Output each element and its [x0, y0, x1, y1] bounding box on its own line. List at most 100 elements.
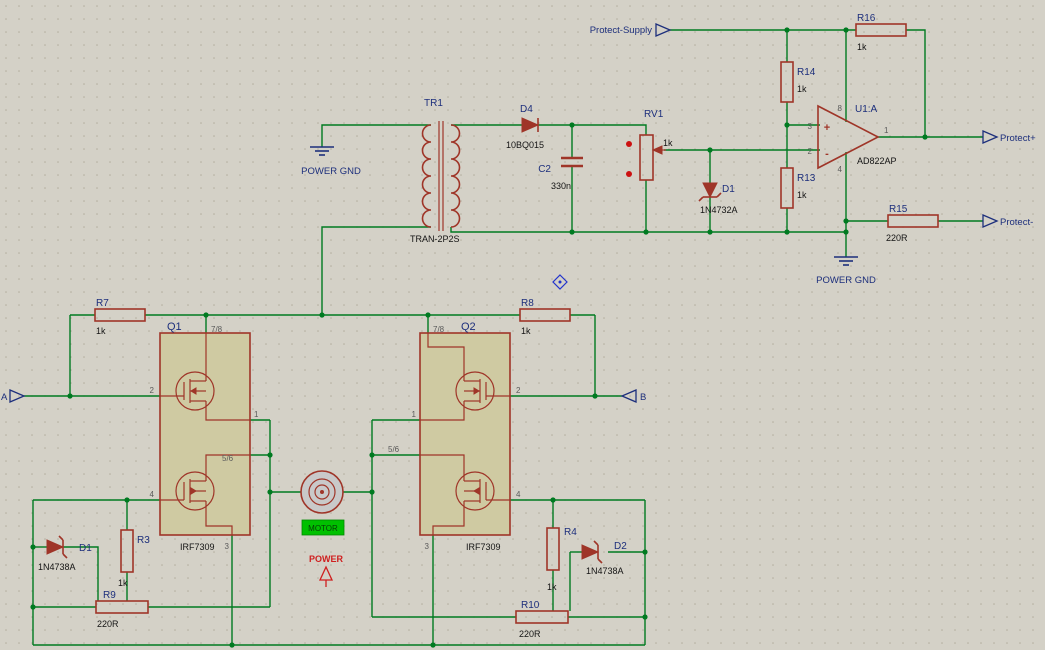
resistor-r9[interactable]: R9 220R [95, 590, 149, 629]
resistor-r8[interactable]: R8 1k [519, 298, 571, 336]
r8-ref: R8 [521, 298, 534, 309]
c2-ref: C2 [538, 164, 551, 175]
tr1-value: TRAN-2P2S [410, 234, 460, 244]
terminal-protect-plus[interactable]: Protect+ [982, 130, 1036, 144]
r10-value: 220R [519, 629, 541, 639]
zener-d1-top[interactable]: D1 1N4732A [698, 182, 738, 215]
terminal-protect-plus-label: Protect+ [1000, 133, 1036, 144]
q2-pin-top: 7/8 [433, 325, 445, 334]
d4-value: 10BQ015 [506, 140, 544, 150]
q1-pin-gate2: 4 [150, 490, 155, 499]
terminal-power[interactable]: POWER [309, 554, 344, 587]
d2-bridge-value: 1N4738A [586, 566, 624, 576]
ground-right[interactable]: POWER GND [816, 256, 876, 286]
opamp-plus-sign: + [824, 122, 830, 134]
terminal-a-label: A [1, 392, 8, 403]
u1-pin4: 4 [838, 165, 843, 174]
resistor-r4[interactable]: R4 1k [546, 527, 577, 592]
r10-ref: R10 [521, 600, 540, 611]
u1-value: AD822AP [857, 156, 897, 166]
wire-layer[interactable] [24, 29, 983, 646]
c2-value: 330n [551, 181, 571, 191]
q1-pin-top: 7/8 [211, 325, 223, 334]
d1-top-value: 1N4732A [700, 205, 738, 215]
d1-bridge-value: 1N4738A [38, 562, 76, 572]
opamp-minus-sign: - [825, 148, 829, 160]
q2-value: IRF7309 [466, 542, 501, 552]
ground-left-label: POWER GND [301, 166, 361, 177]
rv1-adjust-up[interactable] [626, 141, 632, 147]
r16-value: 1k [857, 42, 867, 52]
r8-value: 1k [521, 326, 531, 336]
rv1-value: 1k [663, 138, 673, 148]
q1-pin-gate1: 2 [150, 386, 155, 395]
zener-d2-bridge[interactable]: D2 1N4738A [581, 540, 627, 576]
r9-value: 220R [97, 619, 119, 629]
r3-ref: R3 [137, 535, 150, 546]
r13-value: 1k [797, 190, 807, 200]
r14-value: 1k [797, 84, 807, 94]
u1-pin8: 8 [838, 104, 843, 113]
transformer-tr1[interactable]: TR1 TRAN-2P2S [410, 98, 461, 244]
junction-dots [30, 27, 928, 648]
u1-pin2: 2 [808, 147, 813, 156]
resistor-r10[interactable]: R10 220R [515, 600, 569, 639]
q2-pin-bottom: 3 [425, 542, 430, 551]
diode-d4[interactable]: D4 10BQ015 [506, 104, 544, 150]
power-terminal-label: POWER [309, 554, 344, 564]
resistor-r14[interactable]: R14 1k [780, 61, 816, 103]
mosfet-q2[interactable]: Q2 IRF7309 7/8 2 1 5/6 4 3 [388, 321, 521, 552]
u1-ref: U1:A [855, 104, 878, 115]
motor[interactable]: MOTOR [300, 470, 345, 536]
r4-value: 1k [547, 582, 557, 592]
opamp-u1a[interactable]: + - U1:A AD822AP 3 2 1 8 4 [808, 104, 897, 174]
d1-top-ref: D1 [722, 184, 735, 195]
terminal-protect-supply[interactable]: Protect-Supply [590, 23, 672, 37]
d4-ref: D4 [520, 104, 533, 115]
r3-value: 1k [118, 578, 128, 588]
resistor-r7[interactable]: R7 1k [94, 298, 146, 336]
terminal-protect-minus-label: Protect- [1000, 217, 1033, 228]
r15-ref: R15 [889, 204, 908, 215]
terminal-protect-minus[interactable]: Protect- [982, 214, 1033, 228]
resistor-r13[interactable]: R13 1k [780, 167, 816, 209]
r7-ref: R7 [96, 298, 109, 309]
q2-ref: Q2 [461, 321, 476, 333]
capacitor-c2[interactable]: C2 330n [538, 156, 583, 191]
rv1-adjust-down[interactable] [626, 171, 632, 177]
q2-pin-gate2: 4 [516, 490, 521, 499]
q1-pin-bottom: 3 [225, 542, 230, 551]
resistor-r3[interactable]: R3 1k [118, 529, 150, 588]
terminal-protect-supply-label: Protect-Supply [590, 25, 653, 36]
rv1-ref: RV1 [644, 109, 664, 120]
resistor-r16[interactable]: R16 1k [855, 13, 907, 52]
resistor-r15[interactable]: R15 220R [886, 204, 939, 243]
d1-bridge-ref: D1 [79, 543, 92, 554]
q1-pin-drain1: 1 [254, 410, 259, 419]
u1-pin3: 3 [808, 122, 813, 131]
terminal-b-label: B [640, 392, 646, 403]
terminal-input-a[interactable]: A [1, 389, 26, 403]
terminal-input-b[interactable]: B [620, 389, 646, 403]
q2-pin-gate1: 2 [516, 386, 521, 395]
origin-marker [552, 274, 568, 290]
tr1-ref: TR1 [424, 98, 443, 109]
r13-ref: R13 [797, 173, 816, 184]
zener-d1-bridge[interactable]: D1 1N4738A [38, 535, 92, 572]
mosfet-q1[interactable]: Q1 IRF7309 7/8 2 1 5/6 4 3 [150, 321, 259, 552]
ground-right-label: POWER GND [816, 275, 876, 286]
r9-ref: R9 [103, 590, 116, 601]
potentiometer-rv1[interactable]: RV1 1k [626, 109, 673, 181]
q1-value: IRF7309 [180, 542, 215, 552]
d2-bridge-ref: D2 [614, 541, 627, 552]
u1-pin1: 1 [884, 126, 889, 135]
r15-value: 220R [886, 233, 908, 243]
q1-ref: Q1 [167, 321, 182, 333]
ground-left[interactable]: POWER GND [301, 146, 361, 177]
r14-ref: R14 [797, 67, 816, 78]
q1-pin-drain2: 5/6 [222, 454, 234, 463]
motor-label-highlight[interactable] [301, 519, 345, 536]
q2-pin-drain2: 5/6 [388, 445, 400, 454]
